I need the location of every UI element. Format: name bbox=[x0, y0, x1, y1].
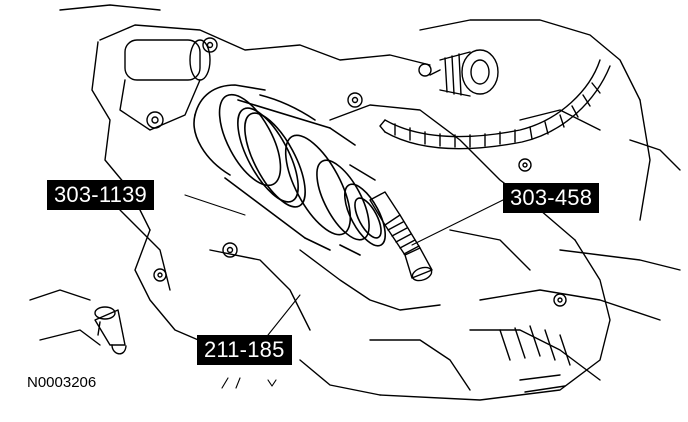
engine-housing-outline bbox=[29, 4, 681, 401]
mounting-bolts bbox=[153, 92, 567, 307]
upper-right-fitting bbox=[418, 49, 499, 97]
upper-left-bracket bbox=[119, 37, 218, 131]
wiring-harness bbox=[379, 59, 611, 150]
callout-tool-211-185: 211-185 bbox=[197, 335, 292, 365]
forcing-screw bbox=[369, 191, 433, 282]
callout-tool-303-458: 303-458 bbox=[503, 183, 600, 213]
tick-marks bbox=[221, 377, 277, 389]
figure-id-label: N0003206 bbox=[27, 374, 97, 391]
special-tool-body bbox=[193, 84, 386, 256]
callout-tool-303-1139: 303-1139 bbox=[47, 180, 154, 210]
leader-lines bbox=[184, 194, 504, 336]
lower-left-stud bbox=[94, 306, 127, 355]
